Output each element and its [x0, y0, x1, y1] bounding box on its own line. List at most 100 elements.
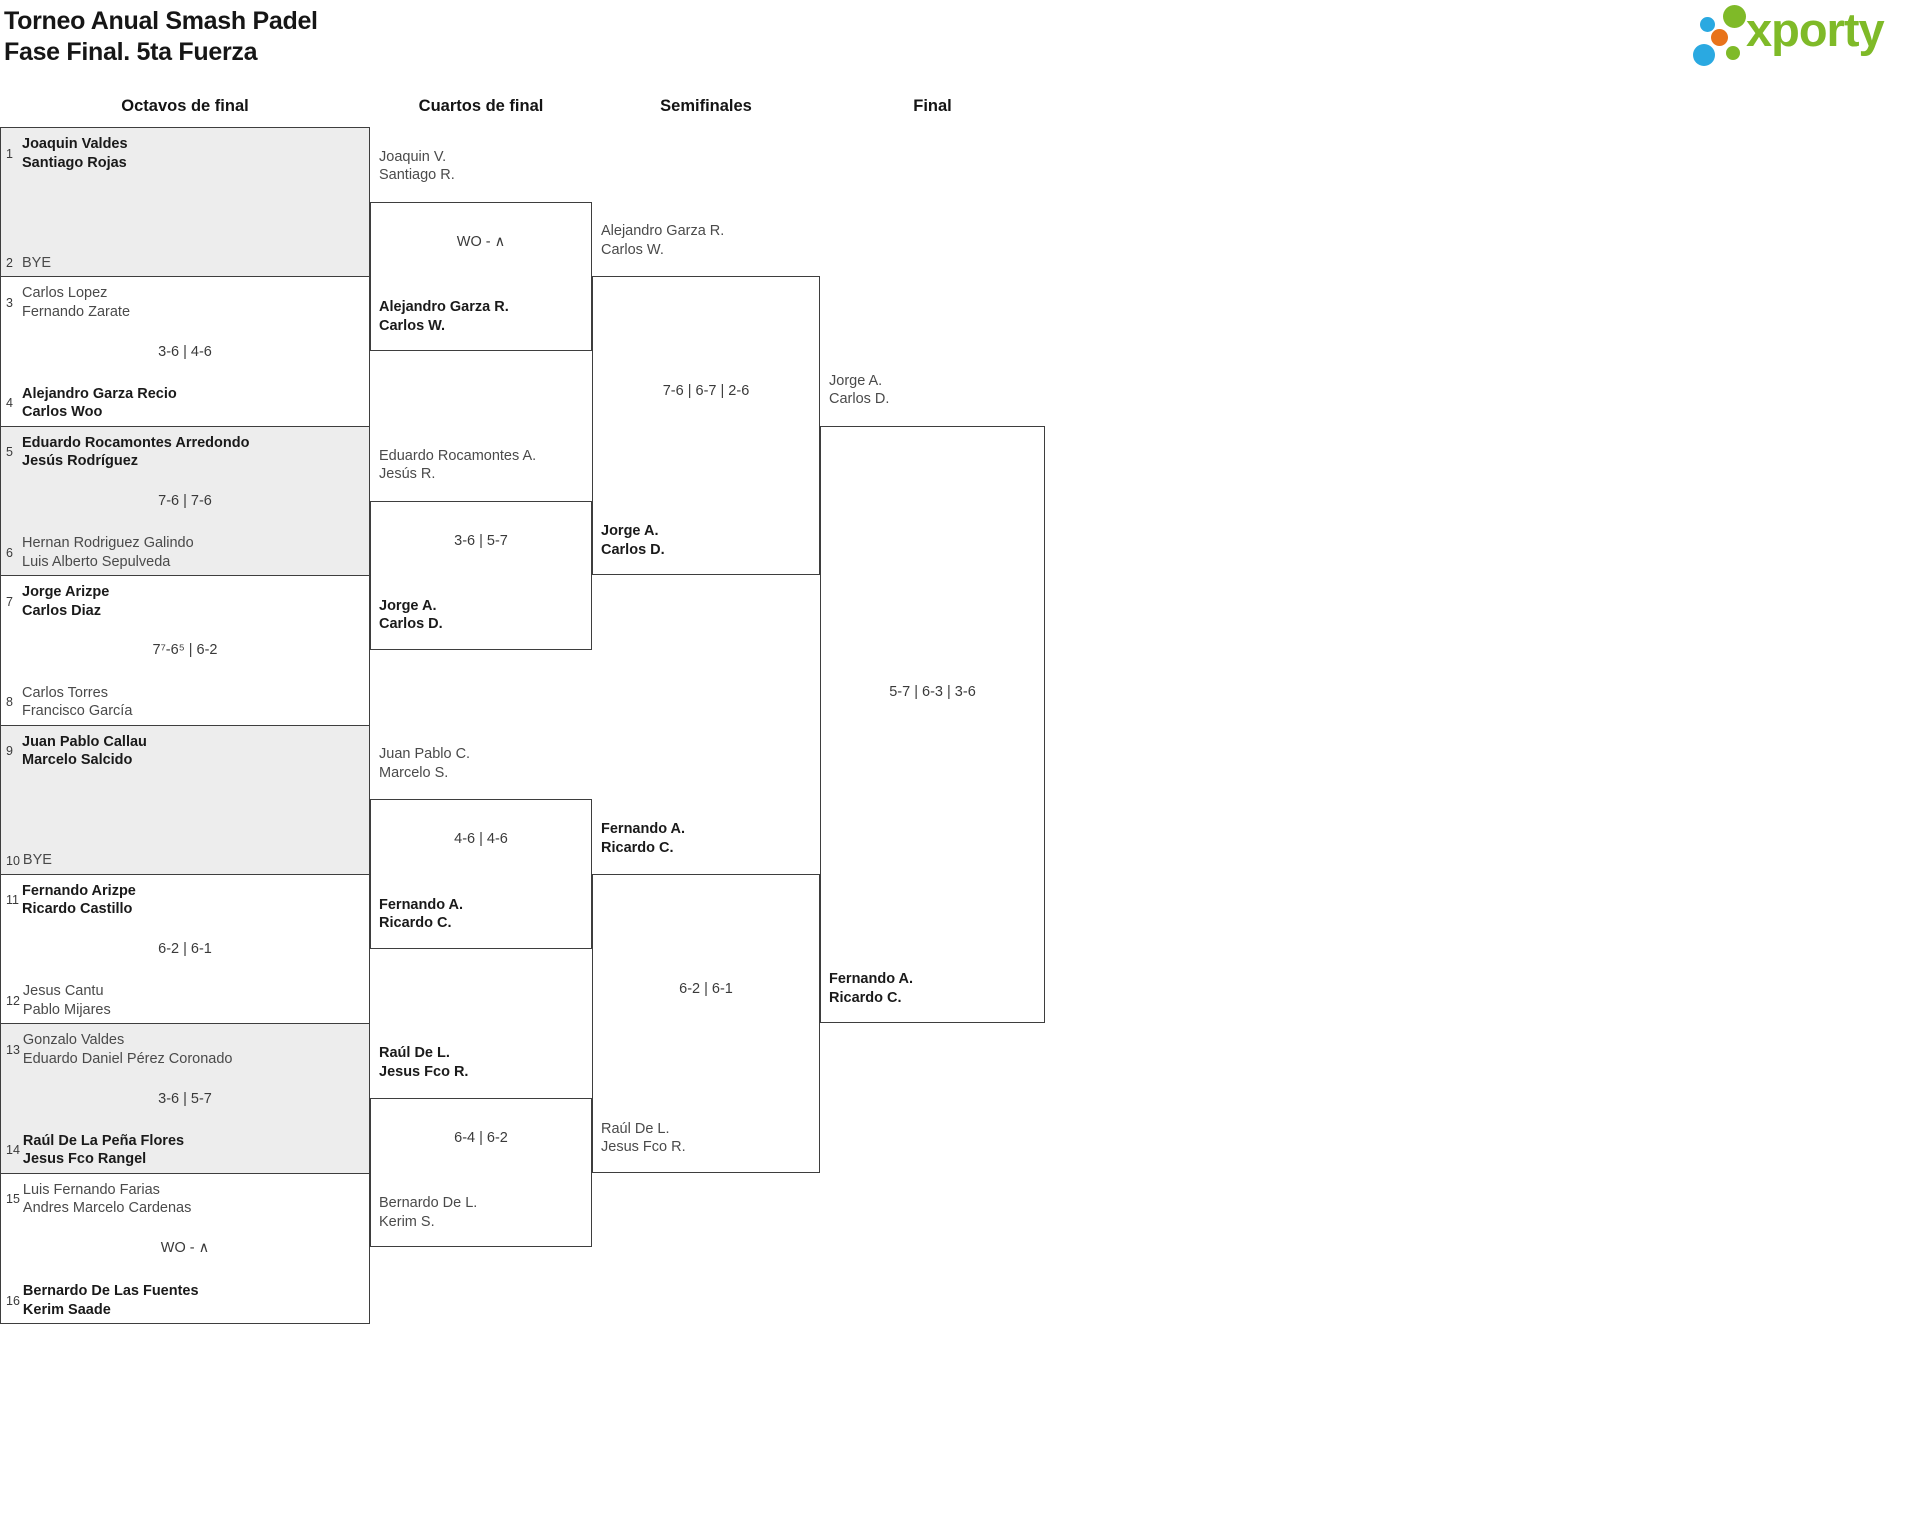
- seed-number: 8: [6, 695, 13, 710]
- entry-top: Juan Pablo C.Marcelo S.: [379, 745, 470, 782]
- player-name: Andres Marcelo Cardenas: [22, 1200, 192, 1217]
- player-name: BYE: [22, 852, 52, 869]
- entry-bottom: Fernando A.Ricardo C.: [829, 970, 913, 1007]
- tournament-subtitle: Fase Final. 5ta Fuerza: [4, 38, 258, 66]
- player-name: Jesus Cantu: [22, 983, 104, 1000]
- final-match: Jorge A.Carlos D. 5-7 | 6-3 | 3-6 Fernan…: [820, 373, 1045, 1024]
- match-score: 6-2 | 6-1: [158, 941, 212, 958]
- player-name: Jorge A.: [379, 597, 437, 614]
- player-name: Fernando Arizpe: [22, 882, 136, 899]
- player-name: Carlos W.: [601, 241, 664, 258]
- tournament-title: Torneo Anual Smash Padel: [4, 7, 318, 35]
- seed-number: 10: [6, 853, 20, 868]
- player-name: Alejandro Garza R.: [601, 223, 725, 240]
- player-name: Juan Pablo Callau: [22, 733, 147, 750]
- player-name: Ricardo C.: [829, 989, 902, 1006]
- player-name: Fernando A.: [829, 971, 914, 988]
- player-name: Bernardo De Las Fuentes: [22, 1283, 199, 1300]
- player-name: Santiago Rojas: [22, 154, 127, 171]
- logo-dot-icon: [1723, 5, 1746, 28]
- player-name: Ricardo Castillo: [22, 901, 133, 918]
- player-name: Alejandro Garza Recio: [22, 385, 177, 402]
- player-name: Raúl De L.: [601, 1120, 670, 1137]
- entry-bottom: Raúl De L. Jesus Fco R.: [601, 1120, 686, 1157]
- entry-bottom: Alejandro Garza R.Carlos W.: [379, 298, 509, 335]
- player-name: Carlos D.: [829, 391, 890, 408]
- player-name: Carlos Torres: [22, 684, 108, 701]
- entry-top: Raúl De L.Jesus Fco R.: [379, 1044, 468, 1081]
- seed-number: 5: [6, 445, 13, 460]
- player-name: Kerim S.: [379, 1213, 435, 1230]
- seed-number: 1: [6, 146, 13, 161]
- player-name: Joaquin V.: [379, 148, 447, 165]
- player-name: Eduardo Rocamontes A.: [379, 447, 537, 464]
- match-score: 3-6 | 4-6: [158, 343, 212, 360]
- qf-match-3: Juan Pablo C.Marcelo S. 4-6 | 4-6 Fernan…: [370, 746, 592, 949]
- player-name: Francisco García: [22, 703, 133, 720]
- seed-number: 11: [6, 893, 19, 908]
- entry-bottom: Bernardo De L.Kerim S.: [379, 1194, 477, 1231]
- page-title: Torneo Anual Smash Padel Fase Final. 5ta…: [4, 6, 318, 68]
- seed-number: 14: [6, 1143, 20, 1158]
- player-name: Juan Pablo C.: [379, 746, 471, 763]
- entry-bottom: 2 BYE: [1, 254, 369, 273]
- seed-number: 16: [6, 1293, 20, 1308]
- player-name: Luis Fernando Farias: [22, 1181, 160, 1198]
- sf-match-2: Fernando A.Ricardo C. 6-2 | 6-1 Raúl De …: [592, 821, 820, 1173]
- entry-top: Fernando A.Ricardo C.: [601, 820, 685, 857]
- player-name: Jesus Fco R.: [379, 1063, 469, 1080]
- player-name: Raúl De L.: [379, 1045, 450, 1062]
- entry-top: Eduardo Rocamontes A.Jesús R.: [379, 447, 536, 484]
- player-name: Fernando A.: [601, 821, 686, 837]
- player-name: Carlos Woo: [22, 404, 103, 421]
- xporty-logo: xporty: [1690, 0, 1915, 72]
- player-name: Jorge A.: [601, 523, 659, 540]
- player-name: Fernando A.: [379, 896, 464, 913]
- player-name: Alejandro Garza R.: [379, 299, 509, 316]
- entry-top: Jorge A.Carlos D.: [829, 372, 889, 409]
- seed-number: 13: [6, 1042, 20, 1057]
- player-name: Santiago R.: [379, 167, 455, 184]
- match-score: 7-6 | 7-6: [158, 492, 212, 509]
- match-score: 5-7 | 6-3 | 3-6: [889, 683, 976, 700]
- match-score: WO - ∧: [456, 233, 506, 250]
- match-score: 7⁷-6⁵ | 6-2: [152, 642, 218, 659]
- player-name: Jesus Fco R.: [601, 1139, 686, 1156]
- player-name: Carlos W.: [379, 317, 446, 334]
- match-score: WO - ∧: [160, 1240, 210, 1257]
- seed-number: 2: [6, 256, 13, 271]
- qf-match-4: Raúl De L.Jesus Fco R. 6-4 | 6-2 Bernard…: [370, 1045, 592, 1248]
- match-score: 3-6 | 5-7: [454, 532, 508, 549]
- player-name: BYE: [22, 254, 52, 271]
- player-name: Fernando Zarate: [22, 303, 131, 320]
- seed-number: 4: [6, 396, 13, 411]
- player-name: Carlos Diaz: [22, 602, 101, 619]
- seed-number: 6: [6, 545, 13, 560]
- player-name: Luis Alberto Sepulveda: [22, 553, 171, 570]
- sf-match-1: Alejandro Garza R.Carlos W. 7-6 | 6-7 | …: [592, 223, 820, 576]
- entry-bottom: 10 BYE: [1, 851, 369, 870]
- player-name: Carlos Lopez: [22, 285, 108, 302]
- logo-dot-icon: [1700, 17, 1715, 32]
- player-name: Ricardo C.: [379, 915, 452, 932]
- round-header-octavos: Octavos de final: [121, 97, 249, 115]
- player-name: Pablo Mijares: [22, 1001, 111, 1018]
- logo-dot-icon: [1693, 44, 1715, 66]
- player-name: Raúl De La Peña Flores: [22, 1132, 185, 1149]
- player-name: Jesus Fco Rangel: [22, 1151, 147, 1168]
